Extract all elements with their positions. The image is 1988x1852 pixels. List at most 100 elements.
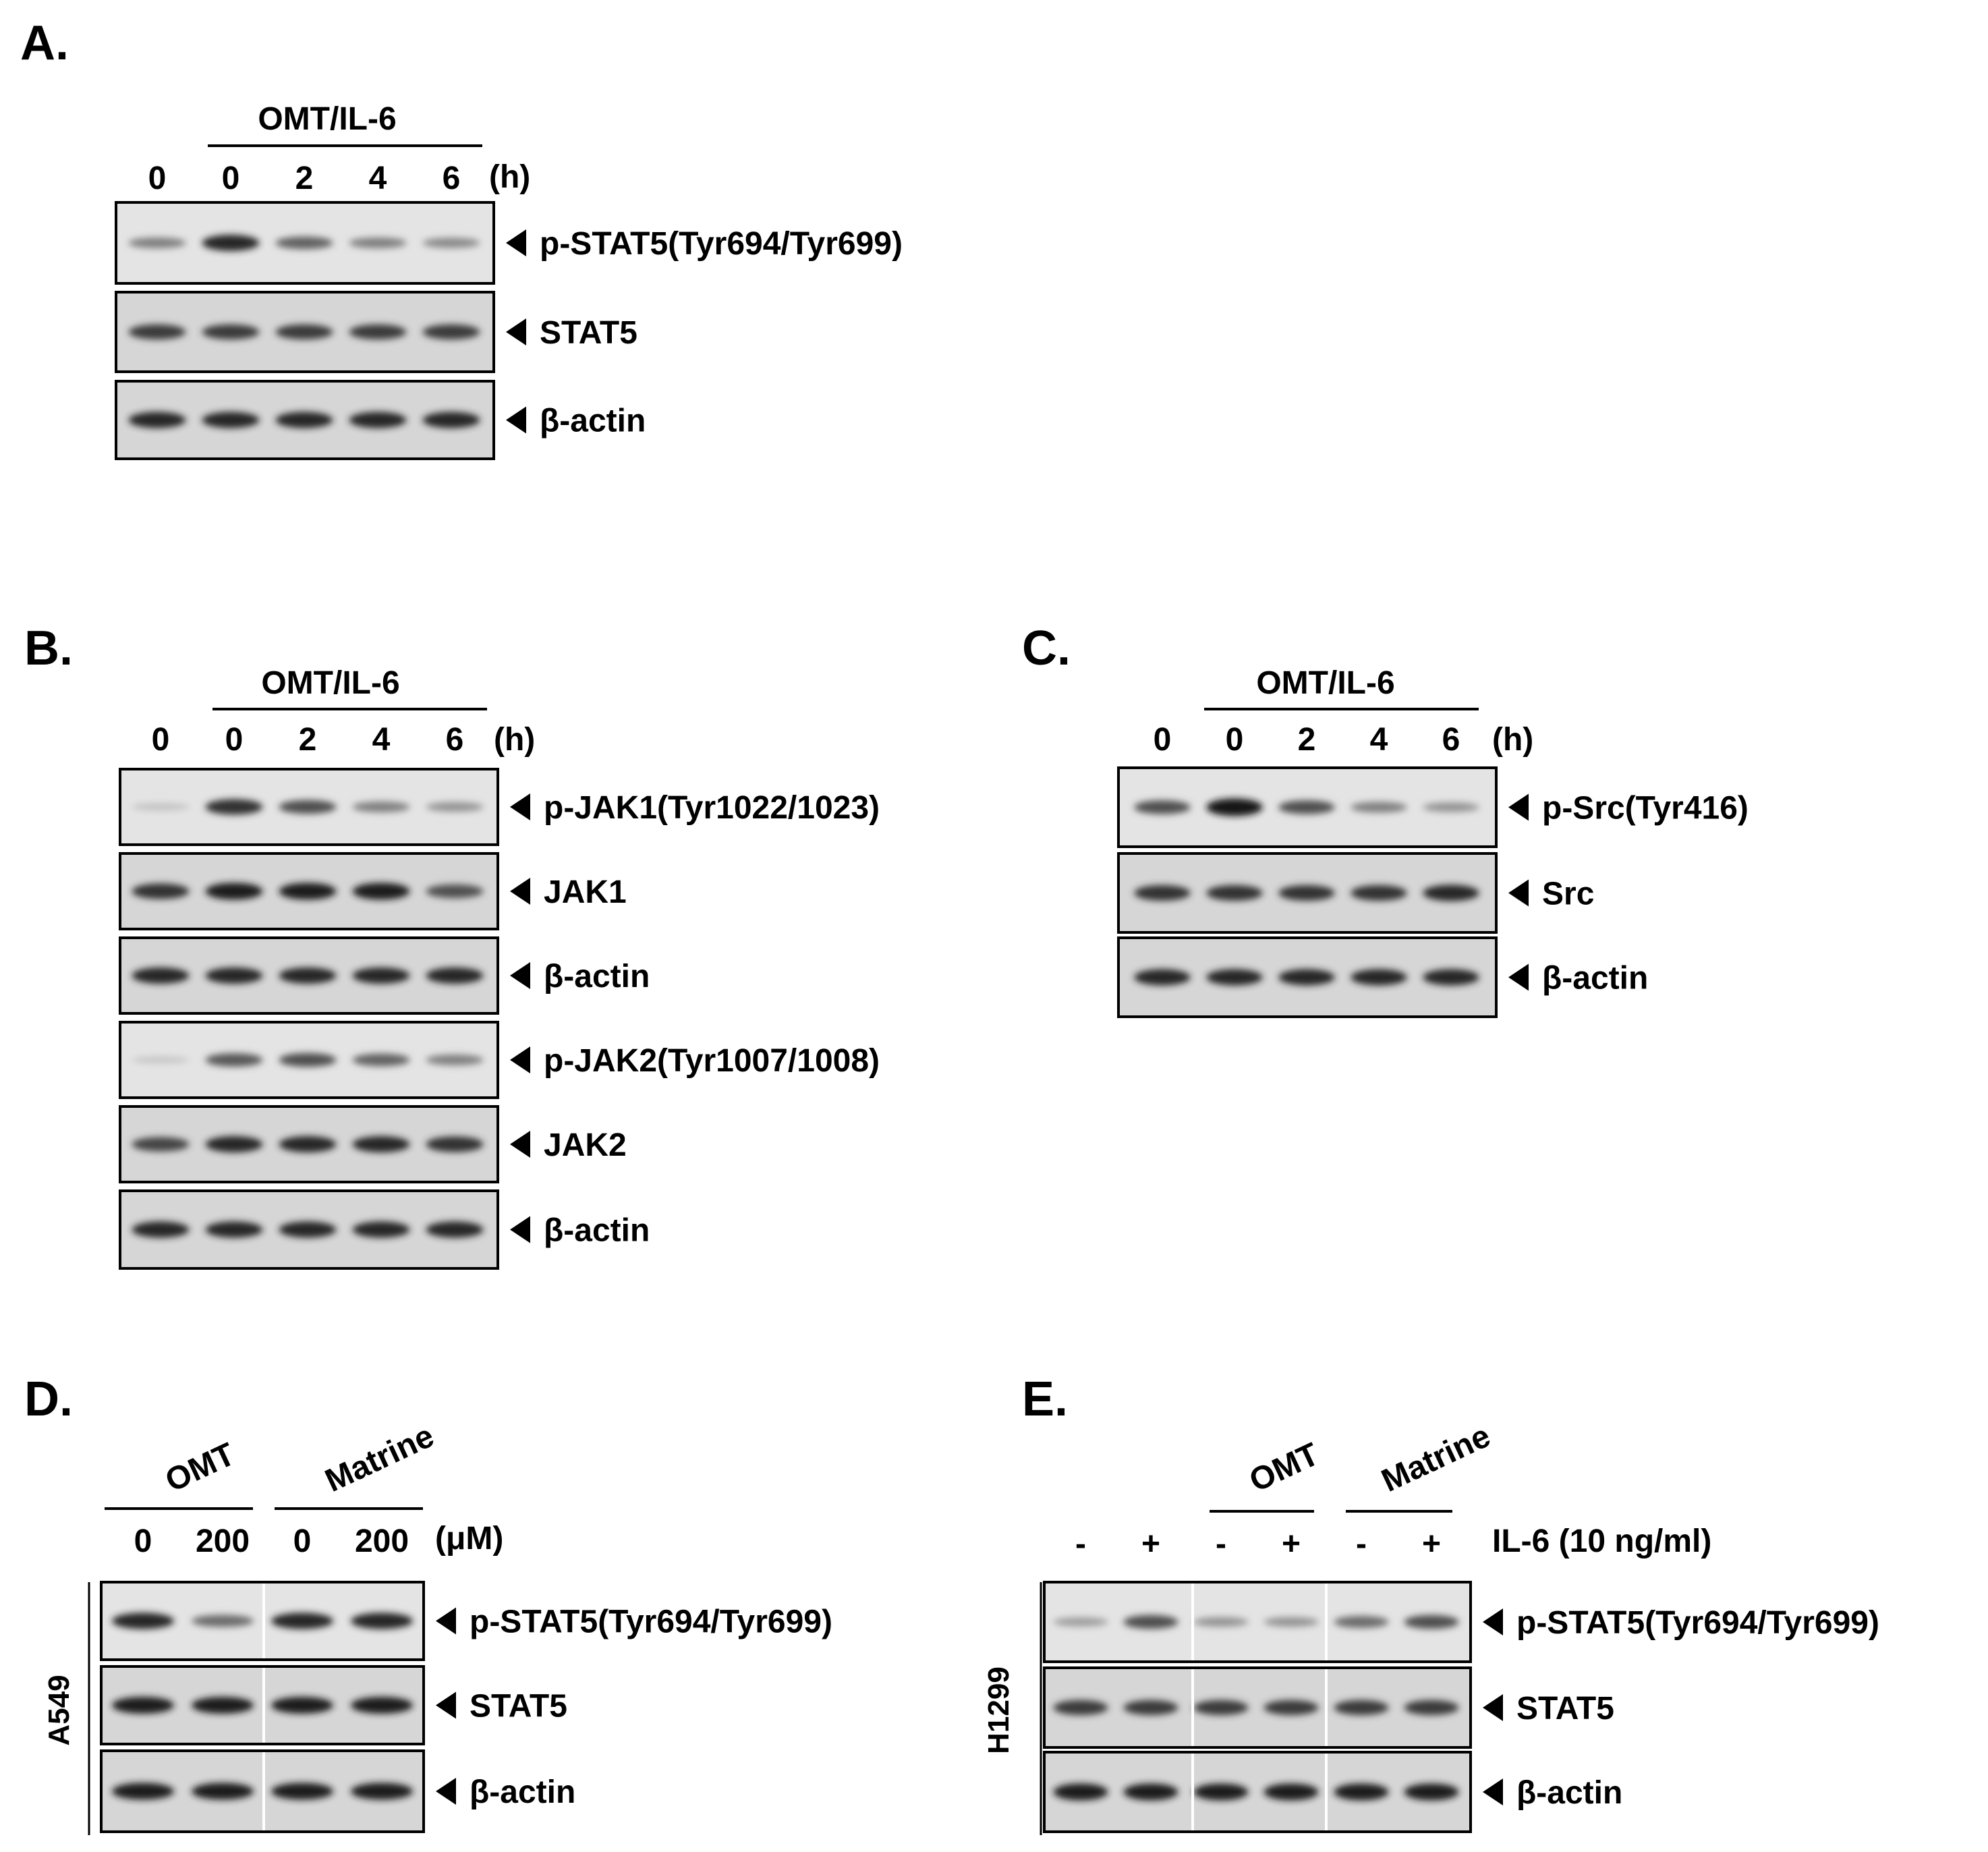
panel-e-cell-line: H1299 — [982, 1666, 1015, 1754]
arrowhead-icon — [1508, 963, 1529, 991]
panel-a-letter: A. — [20, 16, 69, 70]
band-group — [128, 412, 480, 428]
lane-label: 0 — [1154, 722, 1172, 758]
band-group — [128, 234, 480, 252]
blot-strip: Src — [1117, 852, 1594, 934]
panel-e-letter: E. — [1022, 1372, 1068, 1426]
panel-e-lane-labels: -+-+-+ — [1075, 1526, 1441, 1562]
band-group — [1134, 969, 1479, 986]
band — [350, 1696, 414, 1714]
arrowhead-icon — [510, 1131, 530, 1158]
arrowhead-icon — [510, 1046, 530, 1073]
lane-label: + — [1282, 1526, 1301, 1562]
band — [349, 324, 407, 340]
blot-strip: β-actin — [100, 1749, 575, 1833]
band — [352, 1053, 410, 1067]
band — [1134, 885, 1191, 901]
band — [202, 412, 260, 428]
band — [191, 1615, 254, 1627]
blot-label: p-Src(Tyr416) — [1542, 791, 1749, 826]
blot-label: β-actin — [1542, 961, 1648, 997]
band — [349, 412, 407, 428]
band — [132, 1221, 190, 1238]
band — [128, 237, 186, 249]
panel-b-unit: (h) — [494, 722, 535, 758]
band-group — [132, 1221, 484, 1238]
blot-strip: β-actin — [119, 936, 650, 1015]
arrowhead-icon — [506, 406, 526, 434]
band — [205, 967, 263, 984]
band — [132, 883, 190, 899]
blot-label: JAK2 — [544, 1127, 627, 1163]
arrowhead-icon — [510, 793, 530, 820]
band-group — [1134, 885, 1479, 901]
panel-c-unit: (h) — [1492, 722, 1533, 758]
band — [205, 1135, 263, 1153]
lane-label: 200 — [196, 1523, 250, 1559]
band — [352, 1221, 410, 1238]
panel-c-letter: C. — [1022, 621, 1071, 675]
band — [1123, 1700, 1178, 1716]
panel-a-unit: (h) — [489, 159, 530, 195]
band — [1134, 800, 1191, 814]
band — [1423, 969, 1479, 986]
blot-strip: p-Src(Tyr416) — [1117, 766, 1749, 848]
band — [426, 884, 484, 899]
arrowhead-icon — [436, 1778, 456, 1805]
band-group — [132, 882, 484, 900]
lane-label: - — [1216, 1526, 1226, 1562]
blot-strip: β-actin — [119, 1189, 650, 1270]
band — [352, 1135, 410, 1153]
lane-label: 0 — [293, 1523, 312, 1559]
panel-b-blots: p-JAK1(Tyr1022/1023)JAK1β-actinp-JAK2(Ty… — [119, 768, 880, 1270]
band — [1334, 1700, 1389, 1716]
blot-strip: p-STAT5(Tyr694/Tyr699) — [1043, 1581, 1879, 1663]
arrowhead-icon — [436, 1691, 456, 1719]
lane-label: 2 — [299, 722, 317, 758]
blot-strip: STAT5 — [115, 291, 637, 373]
lane-label: 6 — [446, 722, 464, 758]
blot-strip: β-actin — [115, 380, 646, 460]
panel-c-blots: p-Src(Tyr416) Src β-actin — [1117, 766, 1749, 1018]
band — [1351, 969, 1407, 986]
blot-label: β-actin — [1516, 1775, 1622, 1811]
band — [205, 799, 263, 815]
panel-e: E. OMT Matrine -+-+-+ IL-6 (10 ng/ml) H1… — [982, 1372, 1879, 1835]
panel-d-letter: D. — [24, 1372, 73, 1426]
band — [271, 1696, 334, 1714]
band — [1351, 885, 1407, 901]
band — [1334, 1616, 1389, 1628]
band — [202, 324, 260, 340]
band — [1351, 802, 1407, 813]
band — [191, 1696, 254, 1714]
band-group — [111, 1696, 414, 1714]
band — [1278, 800, 1335, 814]
lane-label: + — [1141, 1526, 1160, 1562]
band — [205, 1053, 263, 1067]
band — [350, 1783, 414, 1800]
band — [111, 1783, 175, 1800]
panel-d-unit: (μM) — [435, 1521, 503, 1556]
band — [205, 1221, 263, 1238]
band — [271, 1783, 334, 1800]
arrowhead-icon — [506, 229, 526, 256]
panel-c-group-label: OMT/IL-6 — [1256, 665, 1394, 701]
band — [132, 1137, 190, 1152]
lane-label: 0 — [225, 722, 244, 758]
band — [1334, 1783, 1389, 1801]
blot-strip: JAK2 — [119, 1105, 627, 1183]
band — [1263, 1617, 1319, 1627]
band — [1053, 1783, 1108, 1801]
blot-label: STAT5 — [540, 315, 637, 351]
band-group — [128, 324, 480, 340]
band — [352, 882, 410, 900]
panel-b-group-label: OMT/IL-6 — [261, 665, 399, 701]
band-group — [132, 799, 484, 815]
blot-strip: p-JAK1(Tyr1022/1023) — [119, 768, 880, 846]
blot-membrane — [1043, 1666, 1472, 1749]
